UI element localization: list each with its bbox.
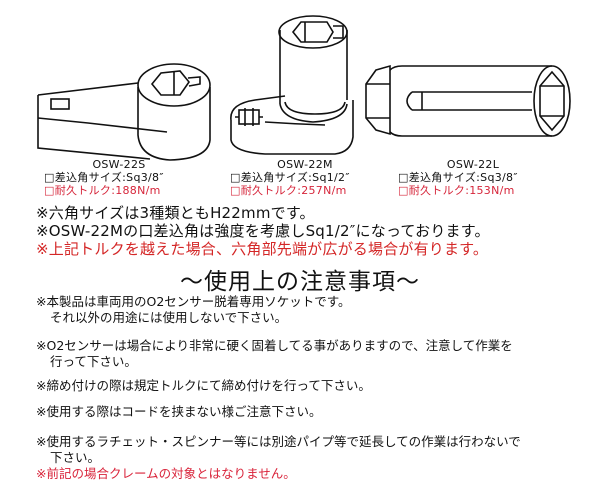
spec-osw-22l: OSW-22L □差込角サイズ:Sq3/8″ □耐久トルク:153N/m — [398, 158, 548, 197]
caution-item-seized-sensor: ※O2センサーは場合により非常に硬く固着してる事がありますので、注意して作業を … — [36, 338, 513, 370]
caution-line: 行って下さい。 — [50, 354, 137, 369]
torque-rating: □耐久トルク:257N/m — [230, 184, 347, 197]
caution-line: ※使用するラチェット・スピンナー等には別途パイプ等で延長しての作業は行わないで — [36, 434, 521, 449]
caution-line: ※使用する際はコードを挟まない様ご注意下さい。 — [36, 404, 322, 419]
caution-item-cord: ※使用する際はコードを挟まない様ご注意下さい。 — [36, 404, 321, 420]
torque-rating: □耐久トルク:188N/m — [44, 184, 161, 197]
caution-item-extension: ※使用するラチェット・スピンナー等には別途パイプ等で延長しての作業は行わないで … — [36, 434, 521, 466]
drive-size: □差込角サイズ:Sq3/8″ — [44, 171, 164, 184]
model-name: OSW-22M — [277, 158, 333, 171]
model-name: OSW-22L — [446, 158, 500, 171]
osw-22s-illustration — [30, 55, 215, 165]
spec-osw-22s: OSW-22S □差込角サイズ:Sq3/8″ □耐久トルク:188N/m — [44, 158, 194, 197]
caution-item-tightening: ※締め付けの際は規定トルクにて締め付けを行って下さい。 — [36, 378, 371, 394]
caution-item-purpose: ※本製品は車両用のO2センサー脱着専用ソケットです。 それ以外の用途には使用しな… — [36, 294, 351, 326]
torque-rating: □耐久トルク:153N/m — [398, 184, 515, 197]
disclaimer: ※前記の場合クレームの対象とはなりません。 — [36, 466, 296, 481]
caution-line: ※締め付けの際は規定トルクにて締め付けを行って下さい。 — [36, 378, 371, 393]
spec-notes: ※六角サイズは3種類ともH22mmです。 ※OSW-22Mの口差込角は強度を考慮… — [36, 204, 490, 258]
drive-size: □差込角サイズ:Sq1/2″ — [230, 171, 350, 184]
caution-line: それ以外の用途には使用しないで下さい。 — [50, 310, 288, 325]
drive-size: □差込角サイズ:Sq3/8″ — [398, 171, 518, 184]
osw-22l-illustration — [362, 62, 587, 142]
osw-22m-illustration — [225, 12, 355, 162]
caution-line: 下さい。 — [50, 450, 101, 465]
caution-heading: ～使用上の注意事項～ — [180, 269, 420, 295]
note-drive-size: ※OSW-22Mの口差込角は強度を考慮しSq1/2″になっております。 — [36, 222, 490, 240]
model-name: OSW-22S — [92, 158, 146, 171]
caution-line: ※本製品は車両用のO2センサー脱着専用ソケットです。 — [36, 294, 351, 309]
caution-line: ※O2センサーは場合により非常に硬く固着してる事がありますので、注意して作業を — [36, 338, 513, 353]
note-torque-warning: ※上記トルクを越えた場合、六角部先端が広がる場合が有ります。 — [36, 240, 489, 258]
note-hex-size: ※六角サイズは3種類ともH22mmです。 — [36, 204, 315, 222]
spec-osw-22m: OSW-22M □差込角サイズ:Sq1/2″ □耐久トルク:257N/m — [230, 158, 380, 197]
